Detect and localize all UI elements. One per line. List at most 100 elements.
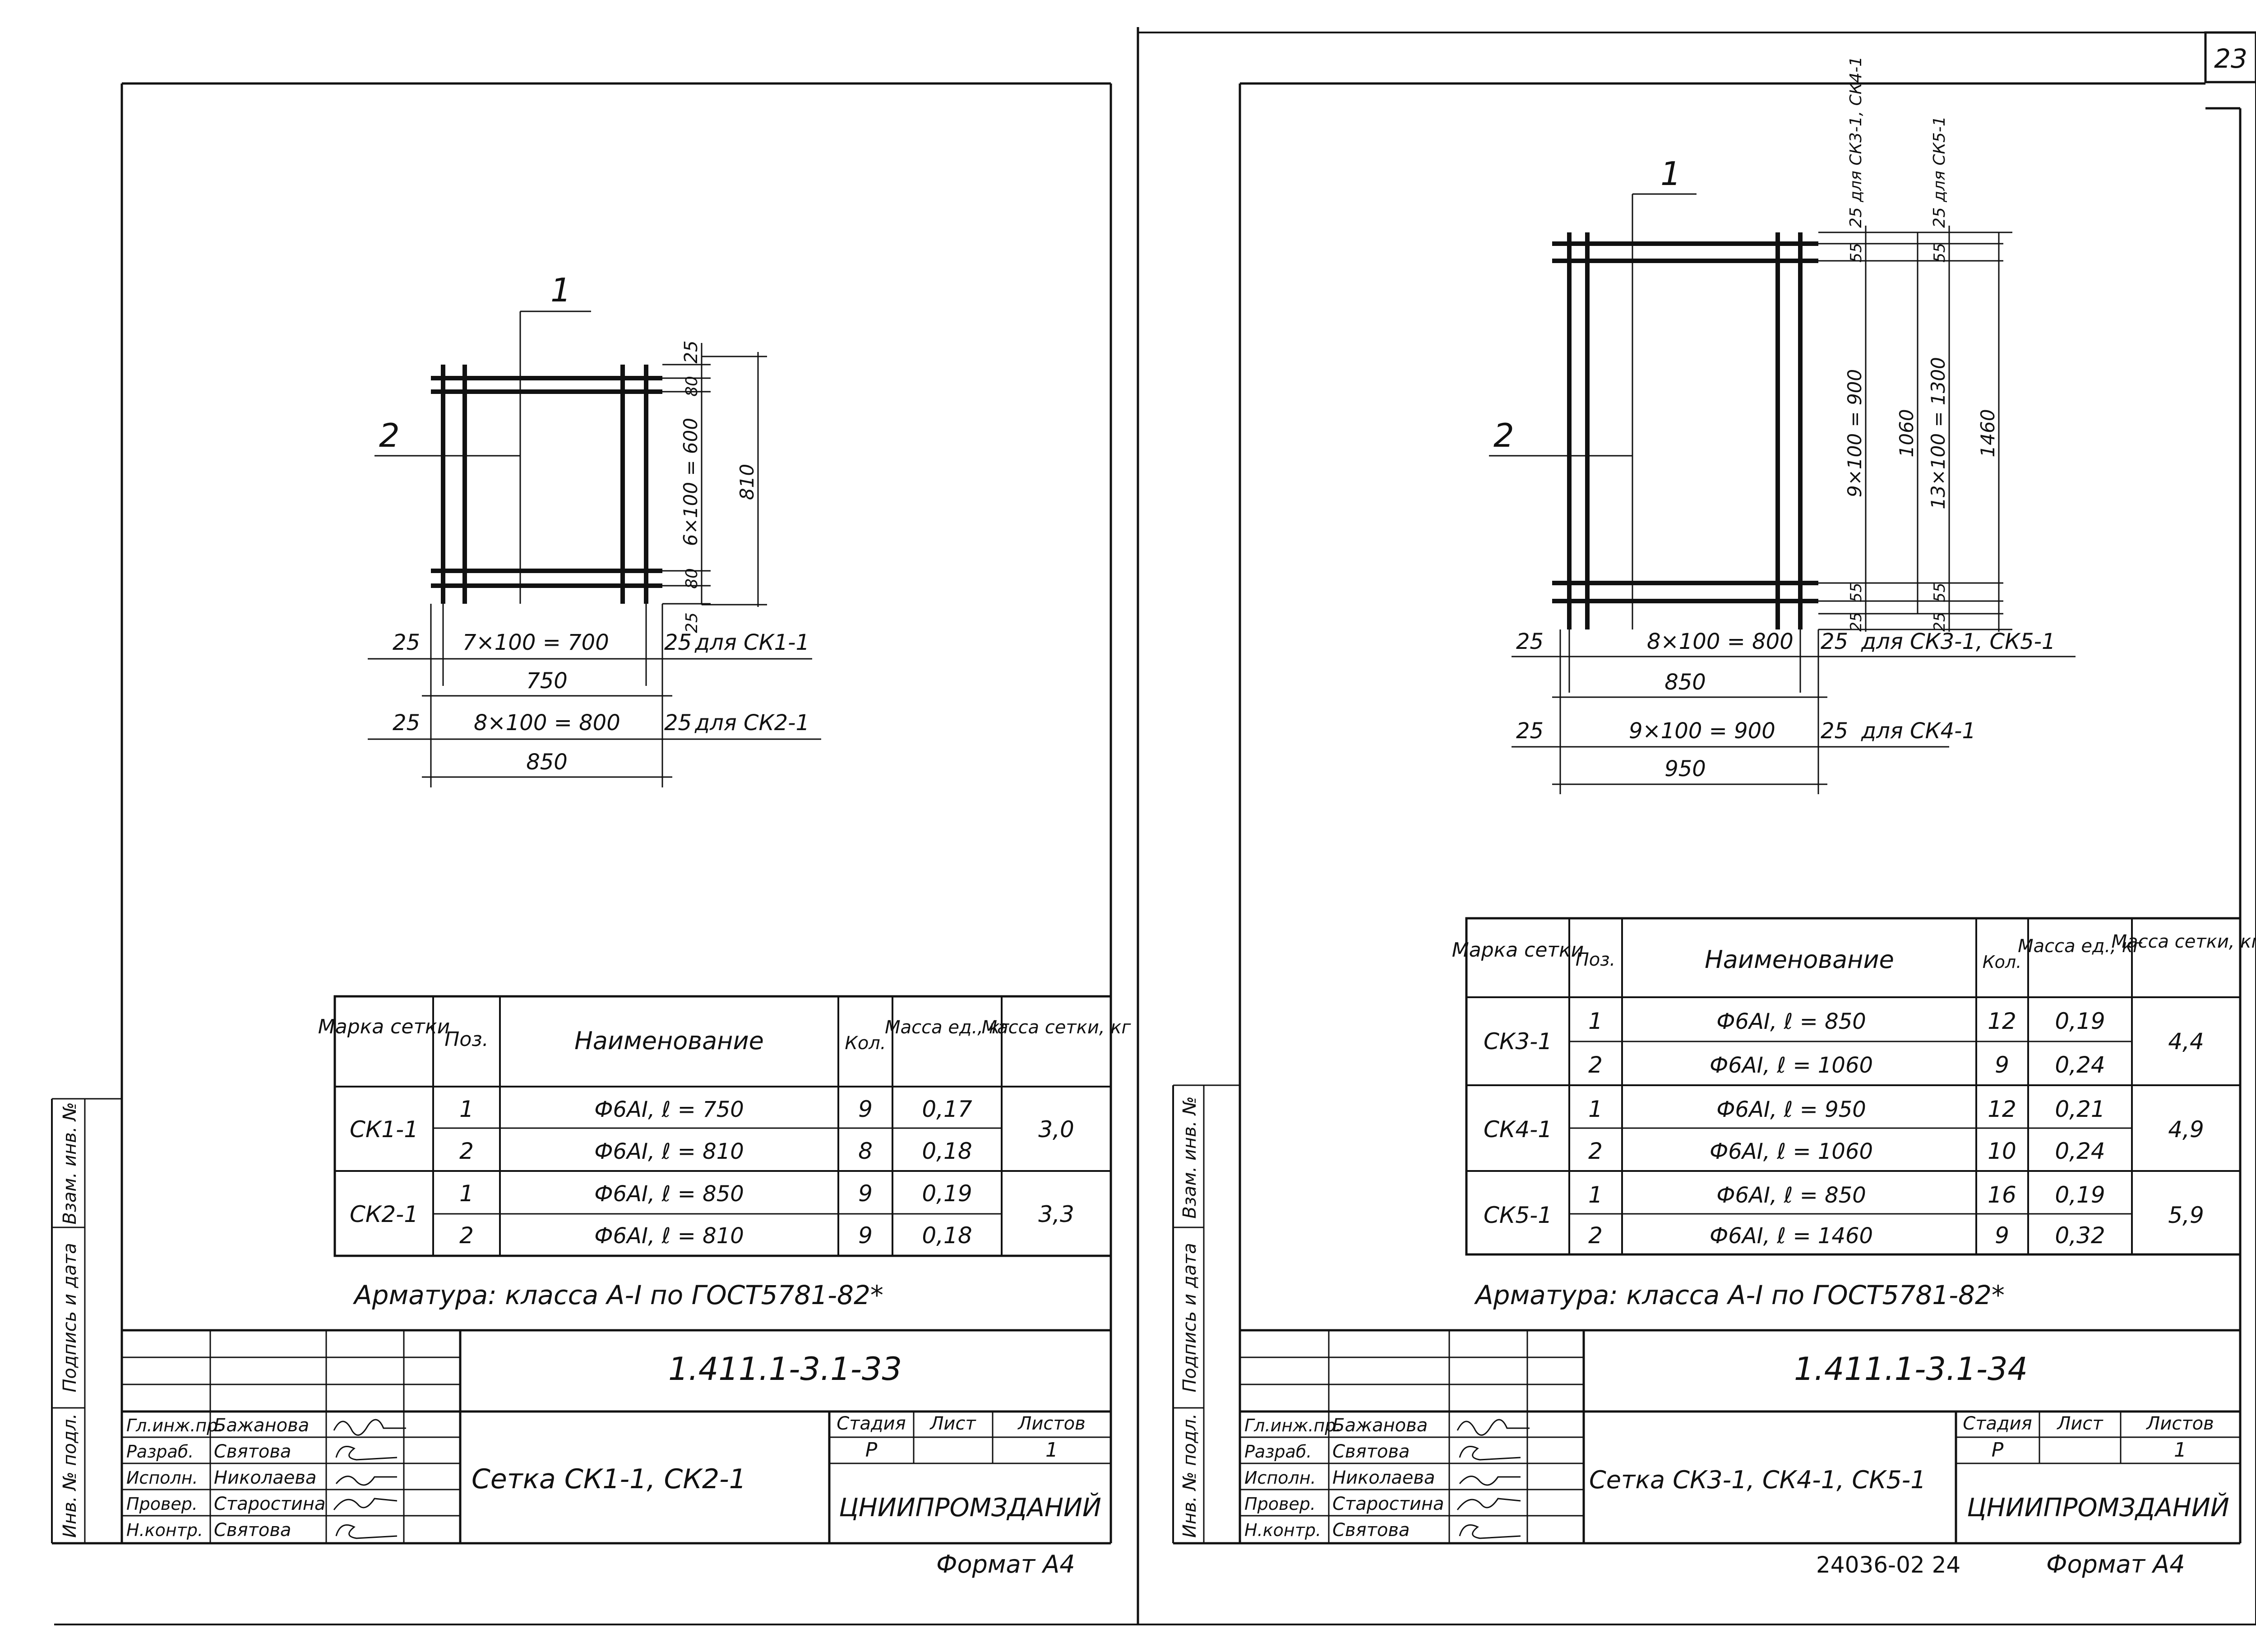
dim-row1-note: для СК1-1: [694, 630, 809, 655]
g1-r1-name: Ф6АI, ℓ = 750: [594, 1097, 744, 1122]
sheets-value: 1: [2174, 1439, 2187, 1462]
stage-label: Стадия: [1963, 1413, 2032, 1434]
g2-r2-unit: 0,18: [922, 1222, 972, 1249]
role-3: Исполн.: [1244, 1468, 1316, 1488]
dim-row2-total: 950: [1664, 756, 1706, 782]
g1-r2-qty: 9: [1995, 1052, 2009, 1078]
pos-2-label: 2: [379, 416, 400, 454]
role-1: Гл.инж.пр.: [1244, 1416, 1341, 1435]
sheet-number: 23: [2214, 43, 2247, 74]
g2-r2-qty: 9: [858, 1222, 873, 1249]
side-stamp: Инв. № подл. Подпись и дата Взам. инв. №: [1172, 1084, 1240, 1543]
hdr-pos: Поз.: [1576, 949, 1616, 970]
g2-r1-qty: 12: [1988, 1096, 2016, 1122]
g2-r2-unit: 0,24: [2055, 1138, 2105, 1164]
side-label-inv: Инв. № подл.: [1179, 1413, 1200, 1538]
role-5: Н.контр.: [126, 1520, 203, 1540]
reinforcement-note: Арматура: класса А-I по ГОСТ5781-82*: [352, 1280, 883, 1310]
dim-row1-b: 8×100 = 800: [1647, 629, 1794, 654]
pos-1-label: 1: [550, 271, 571, 309]
dim-b-bottom-25: 25: [1931, 612, 1949, 631]
dim-a-bottom-55: 55: [1847, 583, 1865, 602]
stage-value: Р: [1992, 1439, 2004, 1462]
g1-r1-pos: 1: [459, 1096, 474, 1122]
name-3: Николаева: [214, 1467, 316, 1488]
stage-label: Стадия: [837, 1413, 906, 1434]
g2-r2-pos: 2: [1588, 1138, 1603, 1164]
dim-row1-a: 25: [1516, 629, 1544, 654]
hdr-name: Наименование: [574, 1027, 764, 1055]
pos-1-label: 1: [1660, 155, 1681, 193]
mark-2: СК2-1: [350, 1201, 418, 1227]
g2-r2-qty: 10: [1988, 1138, 2016, 1164]
dim-v-80-bottom: 80: [683, 568, 701, 589]
sheet-right: Инв. № подл. Подпись и дата Взам. инв. №…: [1172, 56, 2256, 1578]
doc-title: Сетка СК1-1, СК2-1: [472, 1463, 746, 1495]
mesh-plan-left: 1 2 25 80 6×100 = 600 810 80 25: [368, 271, 821, 787]
dim-b-bottom-55: 55: [1931, 583, 1949, 602]
dim-row1-a: 25: [393, 630, 420, 655]
dim-v-810: 810: [736, 464, 758, 500]
role-2: Разраб.: [1244, 1442, 1312, 1462]
name-3: Николаева: [1332, 1467, 1435, 1488]
org-name: ЦНИИПРОМЗДАНИЙ: [839, 1493, 1101, 1522]
g2-r1-pos: 1: [1588, 1096, 1603, 1122]
g2-r1-qty: 9: [858, 1180, 873, 1207]
format-label: Формат А4: [936, 1550, 1075, 1578]
mark-2: СК4-1: [1484, 1116, 1552, 1143]
name-4: Старостина: [214, 1494, 326, 1514]
sheets-label: Листов: [2145, 1413, 2214, 1434]
dim-top-note-a: 25 для СК3-1, СК4-1: [1847, 56, 1865, 228]
dim-v-600: 6×100 = 600: [680, 418, 702, 546]
sheet-number-box: [2204, 31, 2256, 83]
mass-1: 3,0: [1038, 1116, 1074, 1143]
g3-r1-qty: 16: [1988, 1182, 2016, 1208]
dim-a-900: 9×100 = 900: [1844, 369, 1866, 497]
g2-r2-pos: 2: [459, 1222, 474, 1249]
hdr-unit-mass: Масса ед., кг: [2018, 936, 2143, 957]
role-4: Провер.: [1244, 1494, 1316, 1514]
role-3: Исполн.: [126, 1468, 198, 1488]
g1-r1-qty: 9: [858, 1096, 873, 1122]
sheets-value: 1: [1045, 1439, 1058, 1462]
dim-row1-total: 750: [526, 668, 568, 694]
g2-r1-unit: 0,19: [922, 1180, 972, 1207]
dim-b-1300: 13×100 = 1300: [1927, 357, 1949, 509]
g1-r2-pos: 2: [1588, 1052, 1603, 1078]
g3-r2-qty: 9: [1995, 1222, 2009, 1249]
g1-r2-qty: 8: [858, 1138, 873, 1164]
g2-r2-name: Ф6АI, ℓ = 1060: [1710, 1139, 1873, 1164]
dim-b-top-55: 55: [1931, 243, 1949, 262]
g1-r1-unit: 0,17: [922, 1096, 972, 1122]
doc-code: 1.411.1-3.1-33: [668, 1351, 902, 1388]
hdr-mesh-mass: Масса сетки, кг: [982, 1017, 1132, 1038]
dim-row2-c: 25: [1821, 718, 1848, 744]
g1-r2-unit: 0,18: [922, 1138, 972, 1164]
side-label-sign: Подпись и дата: [60, 1243, 80, 1392]
side-label-replace: Взам. инв. №: [60, 1102, 80, 1225]
hdr-mark: Марка сетки: [1452, 939, 1584, 962]
mass-2: 3,3: [1038, 1201, 1074, 1227]
dim-row1-b: 7×100 = 700: [462, 630, 609, 655]
dim-1460: 1460: [1977, 409, 1999, 458]
g1-r1-unit: 0,19: [2055, 1008, 2105, 1034]
mass-3: 5,9: [2168, 1202, 2204, 1228]
name-1: Бажанова: [214, 1415, 309, 1436]
name-5: Святова: [1332, 1520, 1410, 1541]
g2-r1-pos: 1: [459, 1180, 474, 1207]
g2-r1-name: Ф6АI, ℓ = 850: [594, 1181, 744, 1207]
name-1: Бажанова: [1332, 1415, 1428, 1436]
name-4: Старостина: [1332, 1494, 1444, 1514]
hdr-mark: Марка сетки: [318, 1015, 450, 1038]
doc-code: 1.411.1-3.1-34: [1794, 1351, 2028, 1388]
mark-1: СК1-1: [350, 1116, 418, 1143]
role-5: Н.контр.: [1244, 1520, 1321, 1540]
g3-r2-pos: 2: [1588, 1222, 1603, 1249]
g1-r2-name: Ф6АI, ℓ = 810: [594, 1139, 744, 1164]
role-4: Провер.: [126, 1494, 198, 1514]
g2-r2-name: Ф6АI, ℓ = 810: [594, 1223, 744, 1249]
dim-row2-b: 8×100 = 800: [474, 710, 620, 736]
sheet-label: Лист: [929, 1413, 976, 1434]
side-label-sign: Подпись и дата: [1179, 1243, 1200, 1392]
dim-a-top-55: 55: [1847, 243, 1865, 262]
